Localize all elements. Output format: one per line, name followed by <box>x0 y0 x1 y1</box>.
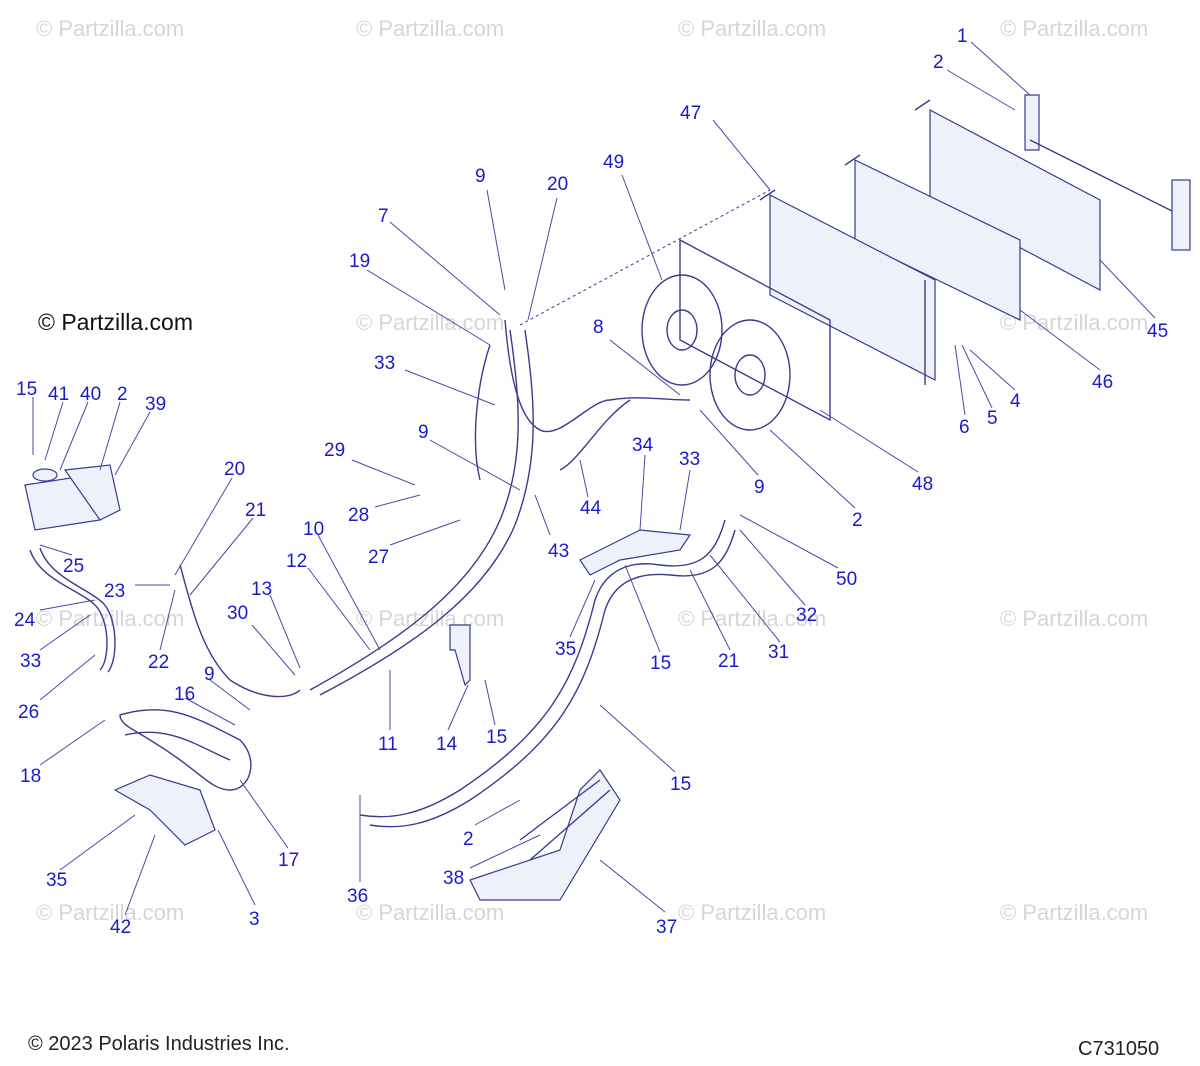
callout-label: 40 <box>80 384 101 405</box>
callout-label: 14 <box>436 734 458 755</box>
leader-lines <box>32 41 1156 916</box>
coolant-bottle <box>24 464 121 531</box>
fan-shroud <box>641 238 831 431</box>
callout-label: 22 <box>148 652 169 673</box>
callout-label: 45 <box>1147 321 1168 342</box>
callout-label: 27 <box>368 547 389 568</box>
watermark: © Partzilla.com <box>356 310 504 335</box>
callout-label: 15 <box>486 727 507 748</box>
callout-label: 35 <box>555 639 576 660</box>
watermark: © Partzilla.com <box>678 606 826 631</box>
callout-label: 37 <box>656 917 677 938</box>
watermark: © Partzilla.com <box>1000 16 1148 41</box>
watermark: © Partzilla.com <box>1000 310 1148 335</box>
watermark: © Partzilla.com <box>36 16 184 41</box>
callout-label: 48 <box>912 474 933 495</box>
callout-label: 9 <box>475 166 486 187</box>
watermark: © Partzilla.com <box>356 16 504 41</box>
callout-label: 2 <box>117 384 128 405</box>
callout-label: 31 <box>768 642 789 663</box>
callout-label: 47 <box>680 103 701 124</box>
callout-label: 38 <box>443 868 464 889</box>
watermark: © Partzilla.com <box>1000 900 1148 925</box>
callout-label: 41 <box>48 384 69 405</box>
site-credit: © Partzilla.com <box>38 309 193 335</box>
callout-label: 8 <box>593 317 604 338</box>
watermark: © Partzilla.com <box>678 16 826 41</box>
skid-plate <box>469 769 621 901</box>
callout-label: 16 <box>174 684 195 705</box>
watermark: © Partzilla.com <box>678 900 826 925</box>
callout-label: 18 <box>20 766 41 787</box>
radiator-rear <box>914 94 1191 291</box>
callout-label: 19 <box>349 251 370 272</box>
watermark: © Partzilla.com <box>36 900 184 925</box>
callout-label: 35 <box>46 870 67 891</box>
callout-label: 36 <box>347 886 368 907</box>
callout-label: 13 <box>251 579 272 600</box>
copyright-notice: © 2023 Polaris Industries Inc. <box>28 1033 290 1055</box>
callout-label: 43 <box>548 541 569 562</box>
callout-label: 34 <box>632 435 654 456</box>
callout-label: 33 <box>374 353 395 374</box>
callout-labels: 1 2 47 49 9 20 7 19 33 8 15 41 40 2 39 9… <box>14 26 1168 938</box>
bracket-34 <box>579 529 692 576</box>
hoses-front <box>119 709 252 791</box>
callout-label: 7 <box>378 206 389 227</box>
callout-label: 11 <box>378 734 398 755</box>
callout-label: 9 <box>754 477 765 498</box>
callout-label: 44 <box>580 498 602 519</box>
watermark: © Partzilla.com <box>356 900 504 925</box>
callout-label: 10 <box>303 519 324 540</box>
radiator-middle <box>844 154 1021 321</box>
callout-label: 20 <box>224 459 245 480</box>
callout-label: 2 <box>463 829 474 850</box>
callout-label: 15 <box>670 774 691 795</box>
callout-label: 6 <box>959 417 970 438</box>
callout-label: 32 <box>796 605 817 626</box>
drawing-number: C731050 <box>1078 1038 1160 1060</box>
callout-label: 15 <box>16 379 37 400</box>
callout-label: 39 <box>145 394 166 415</box>
radiator-main <box>759 189 936 385</box>
bracket-42 <box>113 774 216 846</box>
callout-label: 33 <box>20 651 41 672</box>
callout-label: 24 <box>14 610 36 631</box>
callout-label: 33 <box>679 449 700 470</box>
callout-label: 21 <box>245 500 266 521</box>
callout-label: 17 <box>278 850 299 871</box>
callout-label: 2 <box>852 510 863 531</box>
callout-label: 5 <box>987 408 998 429</box>
watermark: © Partzilla.com <box>36 606 184 631</box>
callout-label: 15 <box>650 653 671 674</box>
callout-label: 26 <box>18 702 39 723</box>
callout-label: 42 <box>110 917 131 938</box>
callout-label: 1 <box>957 26 968 47</box>
callout-label: 3 <box>249 909 260 930</box>
callout-label: 9 <box>418 422 429 443</box>
callout-label: 12 <box>286 551 307 572</box>
callout-label: 23 <box>104 581 125 602</box>
callout-label: 29 <box>324 440 345 461</box>
callout-label: 21 <box>718 651 739 672</box>
callout-label: 20 <box>547 174 568 195</box>
callout-label: 46 <box>1092 372 1113 393</box>
bracket-14 <box>449 624 471 687</box>
callout-label: 30 <box>227 603 248 624</box>
callout-label: 49 <box>603 152 624 173</box>
callout-label: 9 <box>204 664 215 685</box>
callout-label: 50 <box>836 569 857 590</box>
callout-label: 25 <box>63 556 84 577</box>
hoses-right <box>359 519 736 828</box>
watermark: © Partzilla.com <box>1000 606 1148 631</box>
callout-label: 28 <box>348 505 369 526</box>
callout-label: 2 <box>933 52 944 73</box>
callout-label: 4 <box>1010 391 1021 412</box>
hoses-left <box>29 547 301 698</box>
coolant-pipes <box>309 319 691 696</box>
